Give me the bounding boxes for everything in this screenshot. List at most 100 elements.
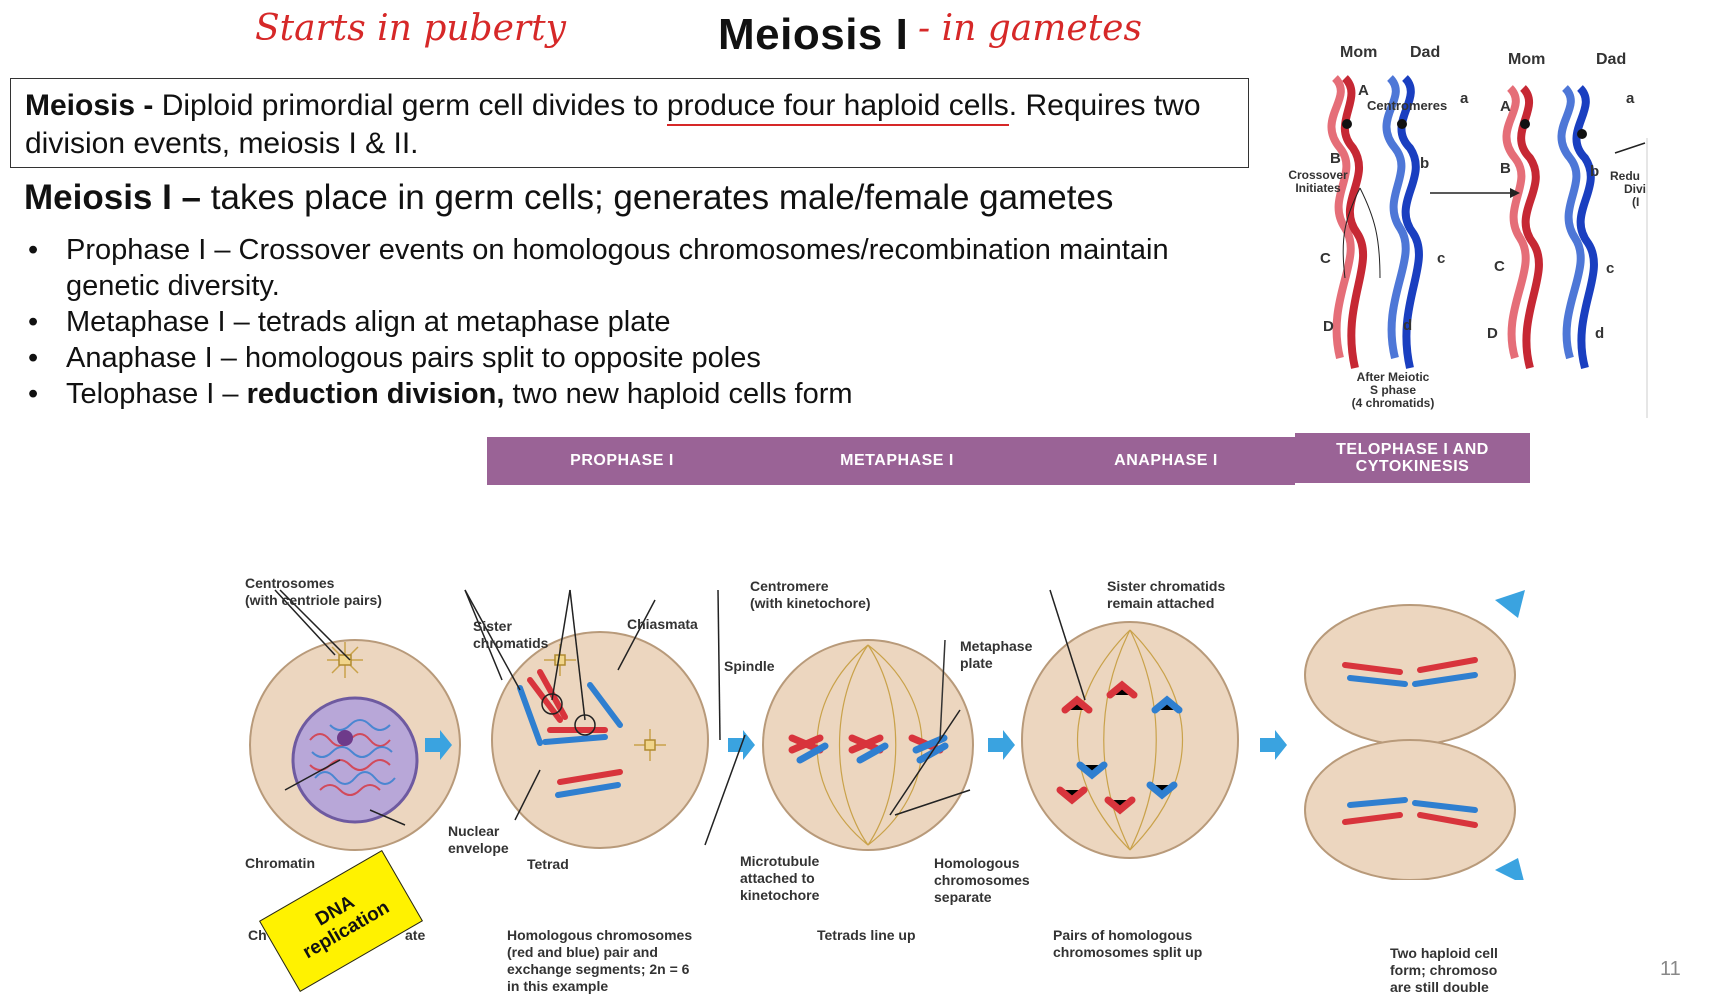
reduction-line: Redu xyxy=(1610,169,1640,183)
bullet-text-after: two new haploid cells form xyxy=(504,378,853,410)
crossover-initiates-label: Crossover Initiates xyxy=(1288,168,1348,195)
handwritten-annotation-gametes: - in gametes xyxy=(918,8,1142,49)
caption-line: form; chromoso xyxy=(1390,962,1498,978)
after-sphase-line: S phase xyxy=(1369,383,1417,397)
letter-d-right: d xyxy=(1595,325,1605,342)
bullet-text: Anaphase I – homologous pairs split to o… xyxy=(66,342,761,374)
label-line: Metaphase xyxy=(960,638,1033,654)
heading-text: takes place in germ cells; generates mal… xyxy=(201,178,1114,217)
cell-telophase xyxy=(1304,590,1525,880)
bullet-telophase: • Telophase I – reduction division, two n… xyxy=(24,376,1244,412)
after-sphase-line: After Meiotic xyxy=(1356,370,1430,384)
label-line: attached to xyxy=(740,870,815,886)
label-line: (with centriole pairs) xyxy=(245,592,382,608)
letter-C-left: C xyxy=(1320,250,1331,267)
label-line: Homologous xyxy=(934,855,1020,871)
page-title: Meiosis I xyxy=(718,10,909,59)
definition-text-after: . Requires two division events, meiosis … xyxy=(25,89,1201,160)
bullet-text: Metaphase I – tetrads align at metaphase… xyxy=(66,306,671,338)
label-line: Microtubule xyxy=(740,853,820,869)
phase-bullet-list: • Prophase I – Crossover events on homolo… xyxy=(24,232,1244,412)
label-line: chromosomes xyxy=(934,872,1030,888)
caption-telophase: Two haploid cell form; chromoso are stil… xyxy=(1390,945,1498,996)
mom-label-right: Mom xyxy=(1508,51,1546,68)
mom-label-left: Mom xyxy=(1340,44,1378,61)
label-line: separate xyxy=(934,889,992,905)
bullet-glyph: • xyxy=(28,378,39,410)
label-line: Centromere xyxy=(750,578,829,594)
label-sister-chromatids: Sister chromatids xyxy=(473,618,548,652)
letter-d-left: d xyxy=(1403,317,1413,334)
definition-term: Meiosis - xyxy=(25,89,154,122)
crossover-figure xyxy=(1327,75,1648,418)
label-line: (with kinetochore) xyxy=(750,595,871,611)
bullet-anaphase: • Anaphase I – homologous pairs split to … xyxy=(24,340,1244,376)
bullet-metaphase: • Metaphase I – tetrads align at metaphas… xyxy=(24,304,1244,340)
centromeres-label: Centromeres xyxy=(1367,98,1448,113)
caption-1-partial-end: ate xyxy=(405,927,426,943)
label-line: plate xyxy=(960,655,993,671)
label-line: remain attached xyxy=(1107,595,1215,611)
cell-anaphase xyxy=(1021,621,1239,859)
label-line: kinetochore xyxy=(740,887,820,903)
after-sphase-line: (4 chromatids) xyxy=(1351,396,1435,410)
bullet-glyph: • xyxy=(28,306,39,338)
page-number: 11 xyxy=(1660,958,1681,980)
label-line: Centrosomes xyxy=(245,575,335,591)
label-nuclear-envelope: Nuclear envelope xyxy=(448,823,509,857)
label-sister-remain: Sister chromatids remain attached xyxy=(1107,578,1225,612)
dad-label-left: Dad xyxy=(1410,44,1441,61)
caption-line: (red and blue) pair and xyxy=(507,944,658,960)
bullet-bold: reduction division, xyxy=(246,378,505,410)
dad-label-right: Dad xyxy=(1596,51,1627,68)
letter-A-left: A xyxy=(1358,82,1369,99)
letter-A-right: A xyxy=(1500,98,1511,115)
reduction-line: (I xyxy=(1632,195,1640,209)
label-microtubule: Microtubule attached to kinetochore xyxy=(740,853,819,904)
letter-B-right: B xyxy=(1500,160,1511,177)
label-homologous-separate: Homologous chromosomes separate xyxy=(934,855,1030,906)
bullet-text-before: Telophase I – xyxy=(66,378,247,410)
letter-c-left: c xyxy=(1437,250,1446,267)
letter-C-right: C xyxy=(1494,258,1505,275)
section-heading: Meiosis I – takes place in germ cells; g… xyxy=(24,178,1113,218)
label-centromere: Centromere (with kinetochore) xyxy=(750,578,871,612)
phase-bar-telophase: TELOPHASE I AND CYTOKINESIS xyxy=(1295,433,1530,483)
phase-bar-telophase-text: TELOPHASE I AND CYTOKINESIS xyxy=(1336,441,1489,475)
caption-line: are still double xyxy=(1390,979,1489,995)
caption-metaphase: Tetrads line up xyxy=(817,927,916,943)
label-line: Sister chromatids xyxy=(1107,578,1226,594)
bullet-text: Prophase I – Crossover events on homolog… xyxy=(66,234,1169,302)
letter-D-right: D xyxy=(1487,325,1498,342)
definition-underlined: produce four haploid cells xyxy=(666,89,1009,126)
caption-line: Pairs of homologous xyxy=(1053,927,1193,943)
label-spindle: Spindle xyxy=(724,658,775,674)
letter-c-right: c xyxy=(1606,260,1615,277)
phase-bar-prophase: PROPHASE I xyxy=(487,437,757,485)
phase-bar-anaphase: ANAPHASE I xyxy=(1037,437,1295,485)
label-chiasmata: Chiasmata xyxy=(627,616,698,632)
caption-line: exchange segments; 2n = 6 xyxy=(507,961,690,977)
heading-term: Meiosis I – xyxy=(24,178,202,217)
label-line: Nuclear xyxy=(448,823,500,839)
phase-bar-metaphase: METAPHASE I xyxy=(757,437,1037,485)
bullet-prophase: •Prophase I – Crossover events on homolo… xyxy=(24,232,1244,304)
caption-prophase: Homologous chromosomes (red and blue) pa… xyxy=(507,927,692,995)
meiosis-cells-diagram xyxy=(249,589,1525,880)
letter-a-left: a xyxy=(1460,90,1469,107)
bullet-glyph: • xyxy=(28,342,39,374)
label-metaphase-plate: Metaphase plate xyxy=(960,638,1032,672)
label-centrosomes: Centrosomes (with centriole pairs) xyxy=(245,575,382,609)
letter-D-left: D xyxy=(1323,318,1334,335)
label-tetrad: Tetrad xyxy=(527,856,569,872)
caption-line: Homologous chromosomes xyxy=(507,927,693,943)
label-line: envelope xyxy=(448,840,509,856)
reduction-partial-label: Redu Divi (I xyxy=(1610,170,1646,209)
label-chromatin: Chromatin xyxy=(245,855,315,871)
letter-b-right: b xyxy=(1590,163,1600,180)
after-sphase-label: After Meiotic S phase (4 chromatids) xyxy=(1338,371,1448,410)
handwritten-annotation-puberty: Starts in puberty xyxy=(255,8,566,49)
definition-text-before: Diploid primordial germ cell divides to xyxy=(153,89,667,122)
cell-metaphase xyxy=(762,639,974,851)
caption-line: chromosomes split up xyxy=(1053,944,1203,960)
